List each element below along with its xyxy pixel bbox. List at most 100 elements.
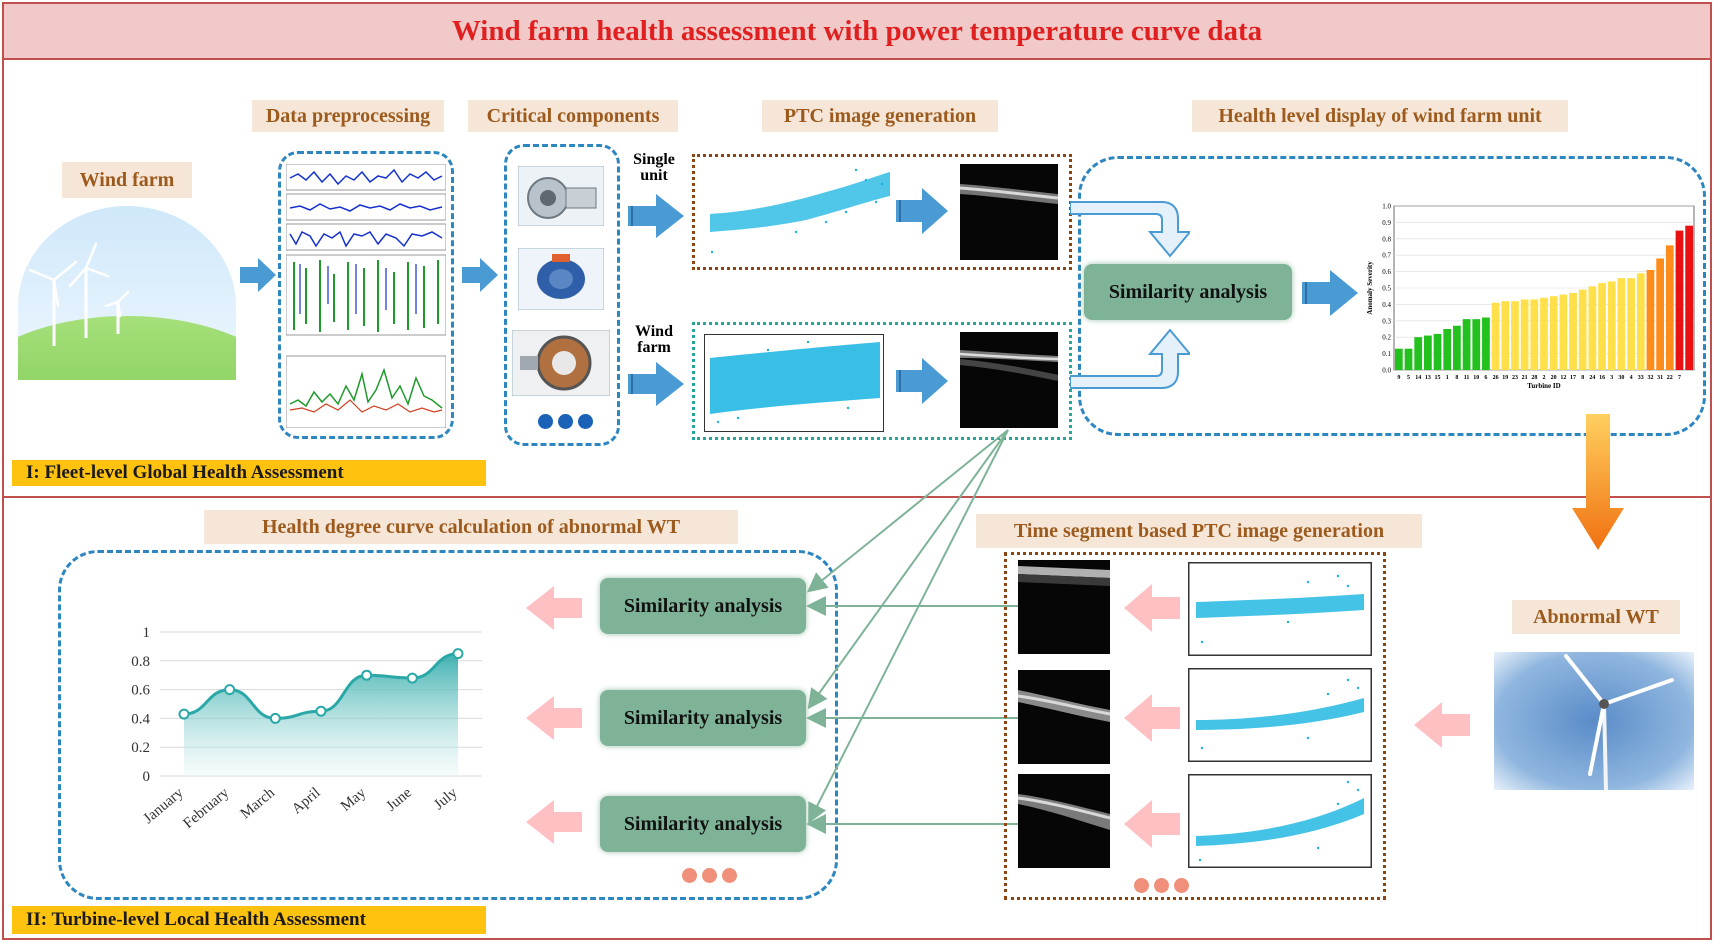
segment-ptc-image-3 xyxy=(1018,774,1110,868)
bar-chart-bar xyxy=(1394,348,1403,370)
bar-chart-y-tick: 0.1 xyxy=(1382,350,1391,358)
bar-chart-x-tick: 15 xyxy=(1435,375,1441,381)
health-display-label: Health level display of wind farm unit xyxy=(1192,100,1568,132)
bar-chart-x-tick: 12 xyxy=(1560,375,1566,381)
bar-chart-x-tick: 13 xyxy=(1425,375,1431,381)
area-chart-point xyxy=(361,669,373,681)
single-unit-scatter xyxy=(710,168,890,254)
bar-chart-bar xyxy=(1685,225,1694,370)
bar-chart-x-tick: 21 xyxy=(1522,375,1528,381)
bar-chart-y-tick: 0.8 xyxy=(1382,235,1391,243)
bar-chart-bar xyxy=(1482,317,1490,370)
area-chart-y-tick: 0 xyxy=(143,769,151,785)
more-similarity-dots-icon xyxy=(682,868,737,883)
bar-chart-bar xyxy=(1491,302,1500,370)
bar-chart-x-tick: 1 xyxy=(1446,375,1449,381)
bar-chart-y-tick: 0.3 xyxy=(1382,317,1391,325)
bar-chart-bar xyxy=(1675,230,1684,370)
critical-components-label: Critical components xyxy=(468,100,678,132)
bar-chart-x-tick: 20 xyxy=(1551,375,1557,381)
arrow-left-pink-icon xyxy=(1414,702,1470,748)
area-chart-y-tick: 0.2 xyxy=(131,740,150,756)
abnormal-wt-label: Abnormal WT xyxy=(1512,600,1680,634)
bar-chart-x-tick: 8 xyxy=(1455,375,1458,381)
bar-chart-x-tick: 7 xyxy=(1678,375,1681,381)
bar-chart-bar xyxy=(1530,299,1539,370)
motor-stator-icon xyxy=(512,330,610,396)
bar-chart-bar xyxy=(1433,333,1442,370)
single-unit-ptc-image xyxy=(960,164,1058,260)
bar-chart-bar xyxy=(1617,278,1626,370)
bar-chart-y-tick: 1.0 xyxy=(1382,203,1391,211)
bar-chart-y-tick: 0.4 xyxy=(1382,301,1391,309)
bar-chart-x-tick: 19 xyxy=(1502,375,1508,381)
bar-chart-bar xyxy=(1559,294,1568,370)
bar-chart-x-tick: 30 xyxy=(1618,375,1624,381)
bar-chart-x-tick: 9 xyxy=(1397,375,1400,381)
health-curve-label: Health degree curve calculation of abnor… xyxy=(204,510,738,544)
stage-two-panel xyxy=(2,496,1712,940)
segment-scatter-1 xyxy=(1188,562,1372,656)
bar-chart-bar xyxy=(1443,329,1452,370)
bar-chart-x-tick: 24 xyxy=(1589,375,1595,381)
bar-chart-bar xyxy=(1404,348,1413,370)
bar-chart-bar xyxy=(1627,278,1635,370)
bar-chart-x-tick: 8 xyxy=(1581,375,1584,381)
bar-chart-x-tick: 17 xyxy=(1570,375,1576,381)
wind-farm-illustration xyxy=(18,206,236,380)
bar-chart-x-tick: 3 xyxy=(1610,375,1613,381)
arrow-right-icon xyxy=(240,258,276,292)
arrow-right-icon xyxy=(628,362,684,406)
page-title: Wind farm health assessment with power t… xyxy=(451,14,1263,47)
title-bar: Wind farm health assessment with power t… xyxy=(2,2,1712,60)
stage-one-tag: I: Fleet-level Global Health Assessment xyxy=(12,460,486,486)
stage-two-tag: II: Turbine-level Local Health Assessmen… xyxy=(12,906,486,934)
bar-chart-y-tick: 0.6 xyxy=(1382,268,1391,276)
preprocessing-signals xyxy=(286,164,446,428)
bar-chart-y-tick: 0.2 xyxy=(1382,334,1391,342)
wind-farm-label: Wind farm xyxy=(62,162,192,198)
bar-chart-x-tick: 2 xyxy=(1543,375,1546,381)
bar-chart-bar xyxy=(1462,319,1471,370)
arrow-right-icon xyxy=(896,358,948,404)
bar-chart-x-tick: 22 xyxy=(1667,375,1673,381)
area-chart-y-tick: 0.8 xyxy=(131,654,150,670)
bar-chart-y-label: Anomaly Severity xyxy=(1366,261,1374,315)
area-chart-y-tick: 1 xyxy=(143,625,151,641)
bar-chart-x-tick: 26 xyxy=(1493,375,1499,381)
single-unit-label: Single unit xyxy=(633,151,675,184)
arrow-down-icon xyxy=(1572,414,1624,550)
arrow-right-icon xyxy=(462,258,498,292)
bar-chart-x-tick: 5 xyxy=(1407,375,1410,381)
bar-chart-x-tick: 32 xyxy=(1647,375,1653,381)
area-chart-point xyxy=(452,648,464,660)
bar-chart-bar xyxy=(1549,296,1558,370)
area-chart-point xyxy=(178,708,190,720)
bar-chart-x-tick: 16 xyxy=(1599,375,1605,381)
bar-chart-y-tick: 0.5 xyxy=(1382,285,1391,293)
area-chart-point xyxy=(406,672,418,684)
arrow-right-icon xyxy=(628,194,684,238)
time-segment-label: Time segment based PTC image generation xyxy=(976,514,1422,548)
area-chart-y-tick: 0.4 xyxy=(131,711,150,727)
arrow-left-pink-icon xyxy=(1124,584,1180,632)
arrow-left-pink-icon xyxy=(1124,800,1180,848)
bar-chart-bar xyxy=(1656,258,1664,370)
bar-chart-bar xyxy=(1540,297,1548,370)
arrow-right-icon xyxy=(896,188,948,234)
bar-chart-y-tick: 0.9 xyxy=(1382,219,1391,227)
generator-icon xyxy=(518,248,604,310)
bar-chart-bar xyxy=(1636,273,1645,370)
gearbox-icon xyxy=(518,166,604,226)
bar-chart-bar xyxy=(1472,319,1481,370)
wind-farm-scatter-frame xyxy=(704,334,884,432)
bar-chart-x-tick: 33 xyxy=(1638,375,1644,381)
area-chart-point xyxy=(269,712,281,724)
arrow-left-pink-icon xyxy=(526,696,582,740)
critical-components-box xyxy=(504,144,620,446)
wind-farm-scatter xyxy=(710,340,880,424)
bar-chart-bar xyxy=(1598,283,1606,370)
